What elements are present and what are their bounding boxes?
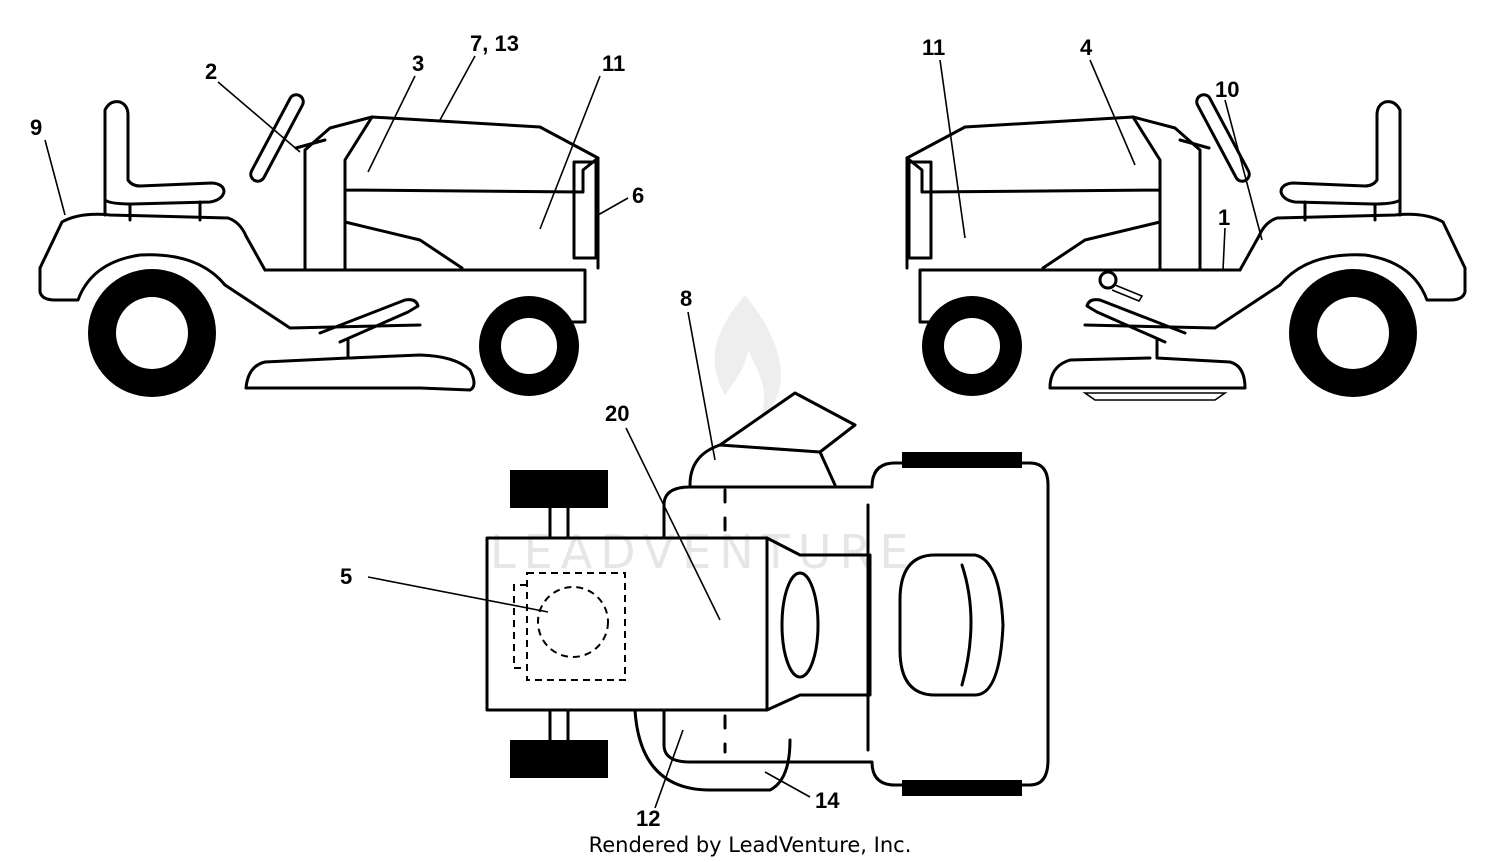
credit-text: Rendered by LeadVenture, Inc. bbox=[589, 833, 912, 857]
callout-20: 20 bbox=[605, 401, 629, 426]
front-tire-bottom bbox=[510, 740, 608, 778]
tractor-top-view bbox=[485, 391, 1050, 796]
callout-3: 3 bbox=[412, 51, 424, 76]
callouts: 9 2 3 7, 13 11 6 11 4 10 1 8 20 5 12 14 bbox=[30, 31, 1239, 831]
callout-14: 14 bbox=[815, 788, 840, 813]
callout-9: 9 bbox=[30, 115, 42, 140]
callout-10: 10 bbox=[1215, 77, 1239, 102]
callout-4: 4 bbox=[1080, 35, 1093, 60]
leader-lines bbox=[44, 55, 1263, 809]
callout-11-right: 11 bbox=[922, 35, 945, 60]
watermark: LEADVENTURE bbox=[490, 295, 917, 579]
callout-7-13: 7, 13 bbox=[470, 31, 519, 56]
tractor-left-side-view bbox=[38, 93, 600, 397]
callout-8: 8 bbox=[680, 286, 692, 311]
callout-12: 12 bbox=[636, 806, 660, 831]
watermark-text: LEADVENTURE bbox=[490, 525, 917, 579]
callout-6: 6 bbox=[632, 183, 644, 208]
callout-5: 5 bbox=[340, 564, 352, 589]
callout-1: 1 bbox=[1218, 205, 1230, 230]
front-tire-top bbox=[510, 470, 608, 508]
callout-11-left: 11 bbox=[602, 51, 625, 76]
tractor-right-side-view bbox=[905, 93, 1467, 401]
callout-2: 2 bbox=[205, 59, 217, 84]
